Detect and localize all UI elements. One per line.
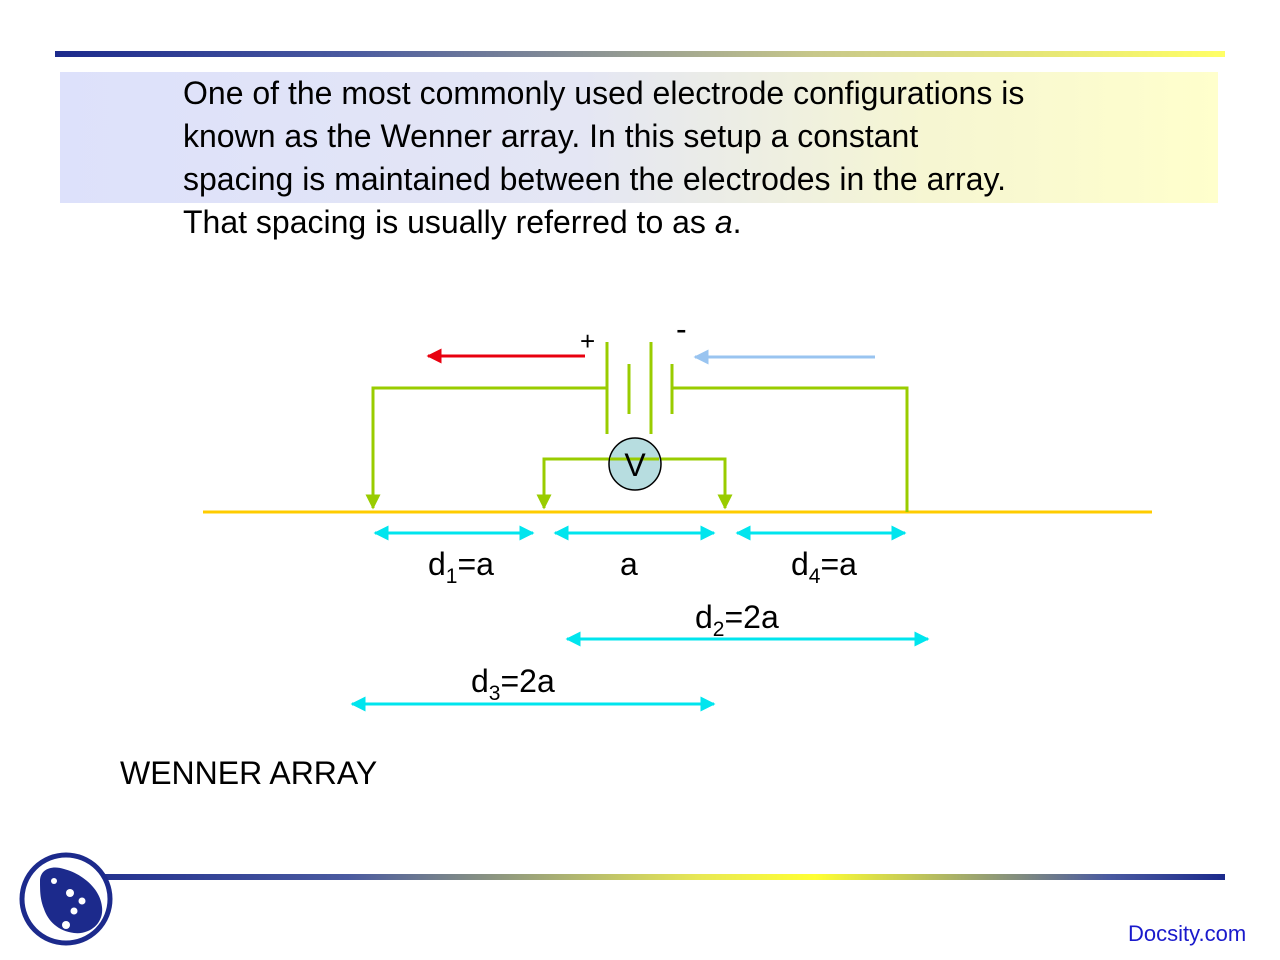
label-d3-tail: =2a [500, 663, 554, 699]
battery-minus-label: - [676, 311, 687, 347]
voltmeter-circle [608, 437, 662, 491]
battery-icon [605, 342, 674, 434]
wire-left-potential-electrode [536, 457, 610, 510]
wire-right-current-electrode [672, 386, 909, 512]
voltmeter-label: V [624, 447, 646, 483]
label-d1-sub: 1 [446, 565, 458, 588]
label-d1: d1=a [428, 546, 494, 588]
spacing-arrows [350, 525, 930, 712]
label-d4-sub: 4 [809, 565, 821, 588]
text-highlight-band [60, 72, 1218, 203]
label-d2-sub: 2 [713, 618, 725, 641]
body-line-1: One of the most commonly used electrode … [183, 75, 1025, 111]
logo-dot-1 [66, 889, 74, 897]
spacing-symbol: a [714, 204, 733, 240]
label-d3-sub: 3 [489, 682, 501, 705]
diagram-caption: WENNER ARRAY [120, 755, 378, 791]
logo-dot-2 [78, 897, 86, 905]
body-line-4: That spacing is usually referred to as a… [183, 201, 1183, 244]
docsity-logo-icon [19, 852, 113, 946]
slide-body-text: One of the most commonly used electrode … [183, 72, 1183, 244]
label-d1-tail: =a [457, 546, 494, 582]
label-d4-tail: =a [820, 546, 857, 582]
logo-dot-5 [51, 878, 57, 884]
label-d1-base: d [428, 546, 446, 582]
label-d2-tail: =2a [724, 599, 778, 635]
label-d4: d4=a [791, 546, 857, 588]
label-d3-base: d [471, 663, 489, 699]
wire-right-potential-electrode [659, 457, 733, 510]
label-d4-base: d [791, 546, 809, 582]
label-d2-base: d [695, 599, 713, 635]
label-d2: d2=2a [695, 599, 779, 641]
battery-plus-label: + [580, 326, 595, 356]
docsity-brand-link[interactable]: Docsity.com [1128, 921, 1247, 946]
logo-dot-3 [70, 907, 78, 915]
bottom-divider [55, 874, 1225, 880]
label-center-a: a [620, 546, 638, 582]
wire-left-current-electrode [365, 386, 607, 510]
body-line-4-suffix: . [732, 204, 742, 240]
voltmeter-icon: V [608, 437, 662, 491]
top-divider [55, 51, 1225, 57]
label-d3: d3=2a [471, 663, 555, 705]
body-line-3: spacing is maintained between the electr… [183, 161, 1006, 197]
logo-blob [40, 867, 103, 934]
potential-circuit [536, 457, 733, 510]
body-line-4-prefix: That spacing is usually referred to as [183, 204, 715, 240]
body-line-2: known as the Wenner array. In this setup… [183, 118, 919, 154]
current-circuit [365, 386, 909, 512]
logo-dot-4 [62, 921, 70, 929]
